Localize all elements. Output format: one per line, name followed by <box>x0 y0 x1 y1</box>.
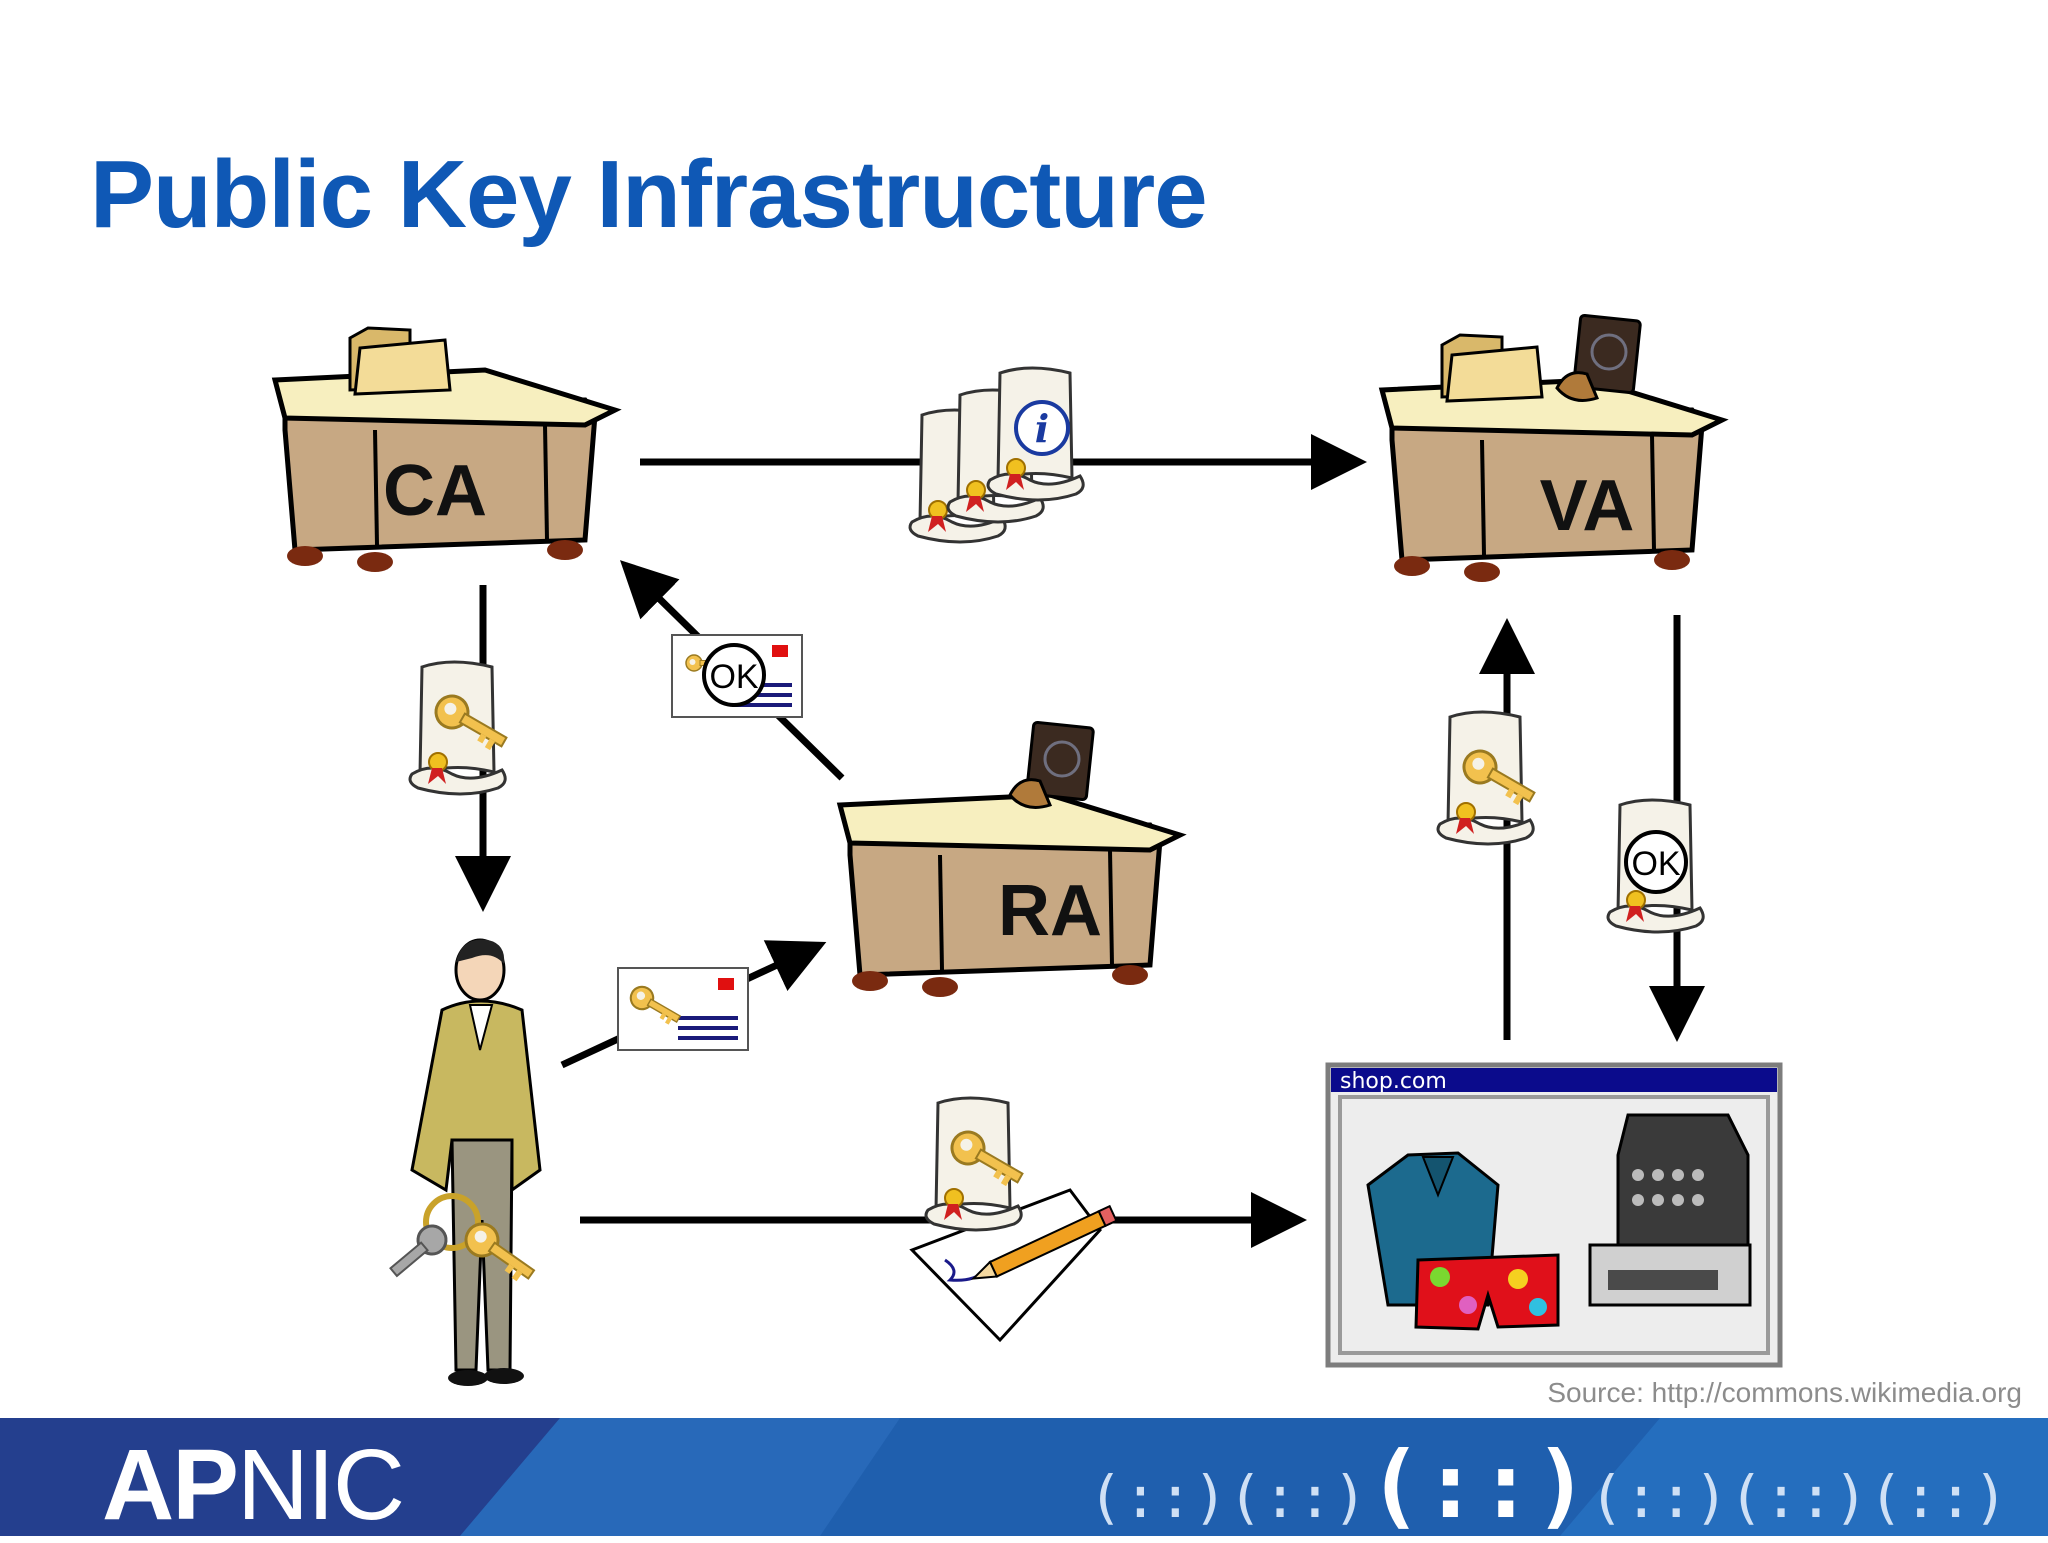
user-person-icon <box>389 938 542 1386</box>
mark-left: (::)(::) <box>1088 1463 1368 1531</box>
ok-envelope-icon: OK <box>670 633 804 719</box>
ok-badge-label: OK <box>709 658 758 696</box>
key-envelope-icon <box>616 966 750 1052</box>
svg-text:i: i <box>1035 406 1049 451</box>
shorts-icon <box>1414 1253 1560 1331</box>
ok-certificate-label: OK <box>1631 845 1680 883</box>
signed-certificate-icon <box>909 1096 1118 1343</box>
apnic-logo-rest: NIC <box>236 1429 405 1541</box>
shop-window: shop.com <box>1325 1062 1783 1368</box>
key-certificate-icon-shop <box>1436 710 1542 846</box>
apnic-mark-icon: (::)(::)(::)(::)(::)(::) <box>1088 1432 2008 1539</box>
source-credit: Source: http://commons.wikimedia.org <box>1547 1377 2022 1408</box>
shop-window-title: shop.com <box>1340 1069 1447 1094</box>
ca-desk: CA <box>275 326 615 572</box>
va-label: VA <box>1540 466 1635 546</box>
slide-title: Public Key Infrastructure <box>90 141 1208 248</box>
ca-label: CA <box>383 451 487 531</box>
apnic-logo: APNIC <box>102 1428 405 1543</box>
pki-diagram: CA VA RA i OK <box>0 313 1783 1386</box>
ra-desk: RA <box>840 720 1180 997</box>
ok-certificate-icon: OK <box>1606 798 1705 934</box>
va-desk: VA <box>1382 313 1722 582</box>
cash-register-icon <box>1588 1113 1752 1307</box>
footer-bar <box>0 1418 2048 1536</box>
mark-center: (::) <box>1367 1432 1589 1539</box>
certificate-stack-icon: i <box>908 366 1085 544</box>
key-certificate-icon <box>408 660 514 796</box>
mark-right: (::)(::)(::) <box>1588 1463 2008 1531</box>
ra-label: RA <box>998 871 1102 951</box>
apnic-logo-bold: AP <box>102 1429 239 1541</box>
